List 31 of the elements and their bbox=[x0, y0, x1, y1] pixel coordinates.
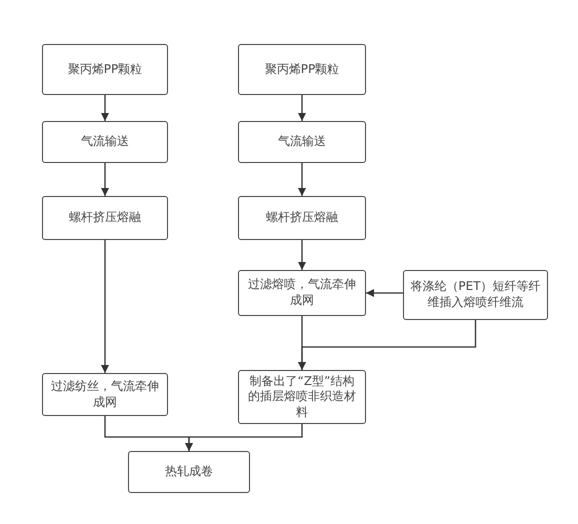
process-box bbox=[403, 270, 548, 320]
process-box bbox=[42, 121, 168, 163]
process-text: 过滤纺丝，气流牵伸成网 bbox=[50, 378, 160, 410]
arrow bbox=[298, 240, 306, 270]
arrow bbox=[298, 320, 476, 370]
process-text: 过滤熔喷，气流牵伸成网 bbox=[247, 277, 357, 309]
process-text: 热轧成卷 bbox=[165, 464, 213, 480]
arrow bbox=[298, 163, 306, 196]
process-box bbox=[238, 121, 366, 163]
process-box bbox=[128, 451, 250, 493]
arrow bbox=[101, 95, 109, 121]
process-box bbox=[238, 44, 366, 95]
process-box bbox=[238, 196, 366, 240]
process-box bbox=[42, 373, 168, 416]
arrow bbox=[185, 424, 303, 451]
process-text: 将涤纶（PET）短纤等纤维插入熔喷纤维流 bbox=[410, 279, 541, 311]
arrow bbox=[366, 289, 403, 297]
process-text: 气流输送 bbox=[81, 134, 129, 150]
process-text: 螺杆挤压熔融 bbox=[266, 210, 338, 226]
arrow bbox=[101, 163, 109, 196]
process-text: 聚丙烯PP颗粒 bbox=[68, 62, 142, 78]
process-box bbox=[238, 270, 366, 316]
process-box bbox=[238, 370, 366, 424]
process-text: 制备出了“Z型”结构的插层熔喷非织造材料 bbox=[247, 374, 357, 420]
process-text: 气流输送 bbox=[278, 134, 326, 150]
process-text: 螺杆挤压熔融 bbox=[69, 210, 141, 226]
arrow bbox=[101, 240, 109, 373]
process-text: 聚丙烯PP颗粒 bbox=[264, 62, 340, 78]
arrow bbox=[298, 95, 306, 121]
process-box bbox=[42, 44, 168, 95]
process-box bbox=[42, 196, 168, 240]
